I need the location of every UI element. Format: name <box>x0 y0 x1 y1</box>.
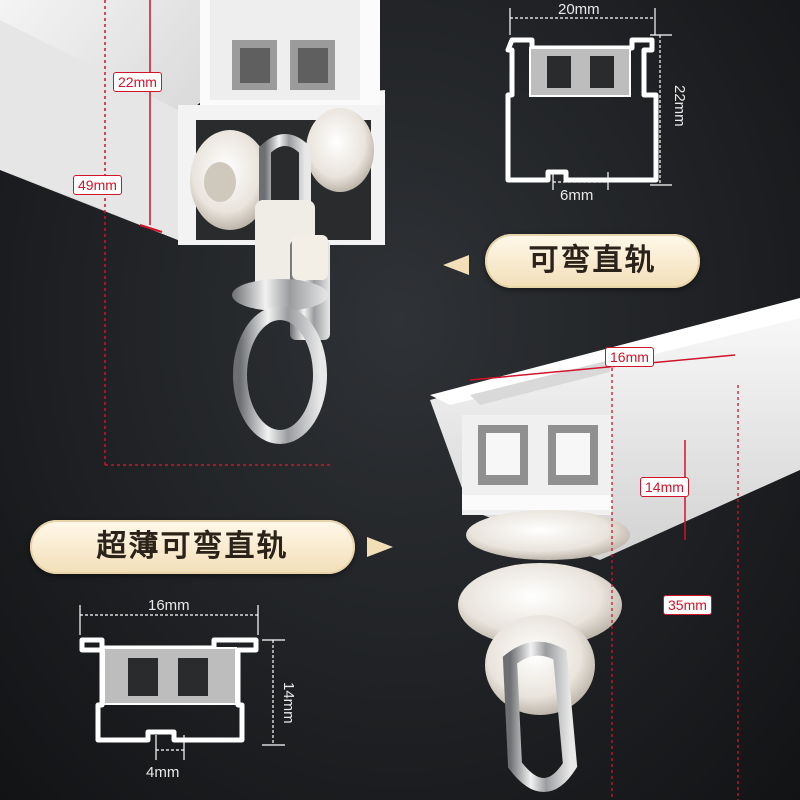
bottom-photo-height-tag: 14mm <box>640 477 689 497</box>
top-photo-total-tag: 49mm <box>73 175 122 195</box>
bottom-photo-total-tag: 35mm <box>663 595 712 615</box>
top-diagram-gap: 6mm <box>560 187 593 204</box>
top-diagram-height: 22mm <box>671 85 688 127</box>
bottom-diagram-gap: 4mm <box>146 764 179 781</box>
top-photo-height-tag: 22mm <box>113 72 162 92</box>
top-diagram-width: 20mm <box>558 1 600 18</box>
arrow-left-icon <box>443 255 469 275</box>
ultra-thin-bendable-track-label: 超薄可弯直轨 <box>30 520 355 574</box>
bendable-track-label: 可弯直轨 <box>485 234 700 288</box>
bottom-diagram-width: 16mm <box>148 597 190 614</box>
bottom-diagram-height: 14mm <box>280 682 297 724</box>
arrow-right-icon <box>367 537 393 557</box>
bottom-photo-width-tag: 16mm <box>605 347 654 367</box>
